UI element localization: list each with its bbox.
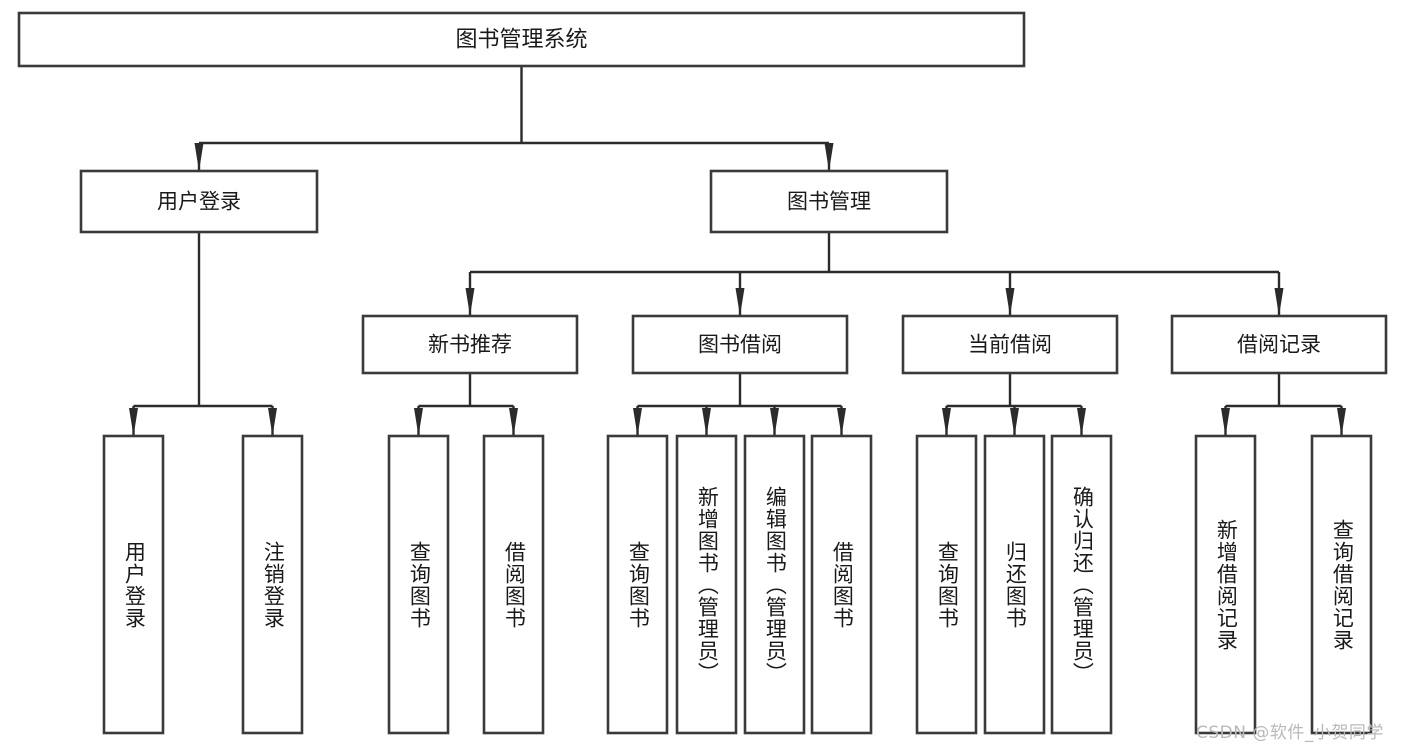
arrowhead-arrow-book-borrow-leaf-edit-book — [770, 408, 779, 436]
node-box-leaf-confirm-return[interactable] — [1050, 434, 1113, 735]
arrowhead-arrow-root-book-manage — [824, 143, 834, 171]
node-box-leaf-logout[interactable] — [241, 434, 304, 735]
node-boxes-layer — [17, 11, 1388, 735]
arrowhead-arrow-book-manage-current-borrow — [1005, 288, 1015, 316]
node-box-new-book-rec[interactable] — [361, 314, 579, 375]
arrowhead-arrow-book-borrow-leaf-borrow-book-2 — [837, 408, 846, 436]
node-label-user-login: 用户登录 — [157, 190, 241, 214]
node-box-leaf-edit-book[interactable] — [743, 434, 806, 735]
node-label-current-borrow: 当前借阅 — [968, 333, 1052, 357]
node-box-leaf-borrow-book-1[interactable] — [482, 434, 545, 735]
arrowhead-arrow-current-borrow-leaf-confirm-return — [1077, 408, 1086, 436]
node-box-root[interactable] — [17, 11, 1026, 68]
node-box-leaf-borrow-book-2[interactable] — [810, 434, 873, 735]
arrowhead-arrow-book-borrow-leaf-add-book — [702, 408, 711, 436]
arrowhead-arrow-current-borrow-leaf-query-book-3 — [942, 408, 951, 436]
node-box-leaf-query-record[interactable] — [1310, 434, 1373, 735]
arrowhead-arrow-book-manage-new-book-rec — [465, 288, 475, 316]
node-box-leaf-add-record[interactable] — [1194, 434, 1257, 735]
node-box-leaf-query-book-1[interactable] — [387, 434, 450, 735]
arrowhead-arrow-new-book-rec-leaf-query-book-1 — [414, 408, 423, 436]
node-box-leaf-return-book[interactable] — [983, 434, 1046, 735]
node-box-book-manage[interactable] — [709, 169, 949, 234]
arrowhead-arrow-borrow-record-leaf-query-record — [1337, 408, 1346, 436]
node-box-current-borrow[interactable] — [901, 314, 1119, 375]
node-box-book-borrow[interactable] — [631, 314, 849, 375]
arrowhead-arrow-current-borrow-leaf-return-book — [1010, 408, 1019, 436]
arrowhead-arrow-book-manage-borrow-record — [1274, 288, 1284, 316]
node-box-borrow-record[interactable] — [1170, 314, 1388, 375]
node-label-book-borrow: 图书借阅 — [698, 333, 782, 357]
node-label-new-book-rec: 新书推荐 — [428, 333, 512, 357]
node-label-root: 图书管理系统 — [455, 28, 587, 53]
node-label-book-manage: 图书管理 — [787, 190, 871, 214]
node-box-user-login[interactable] — [79, 169, 319, 234]
arrowhead-arrow-user-login-leaf-logout — [268, 408, 277, 436]
arrowhead-arrow-book-borrow-leaf-query-book-2 — [633, 408, 642, 436]
arrowhead-arrow-user-login-leaf-user-login — [129, 408, 138, 436]
arrowhead-arrow-root-user-login — [194, 143, 204, 171]
node-box-leaf-query-book-3[interactable] — [915, 434, 978, 735]
connector-lines-layer — [129, 66, 1346, 436]
node-label-borrow-record: 借阅记录 — [1237, 333, 1321, 357]
arrowhead-arrow-book-manage-book-borrow — [735, 288, 745, 316]
node-box-leaf-user-login[interactable] — [102, 434, 165, 735]
node-box-leaf-query-book-2[interactable] — [606, 434, 669, 735]
arrowhead-arrow-new-book-rec-leaf-borrow-book-1 — [509, 408, 518, 436]
node-box-leaf-add-book[interactable] — [675, 434, 738, 735]
arrowhead-arrow-borrow-record-leaf-add-record — [1221, 408, 1230, 436]
